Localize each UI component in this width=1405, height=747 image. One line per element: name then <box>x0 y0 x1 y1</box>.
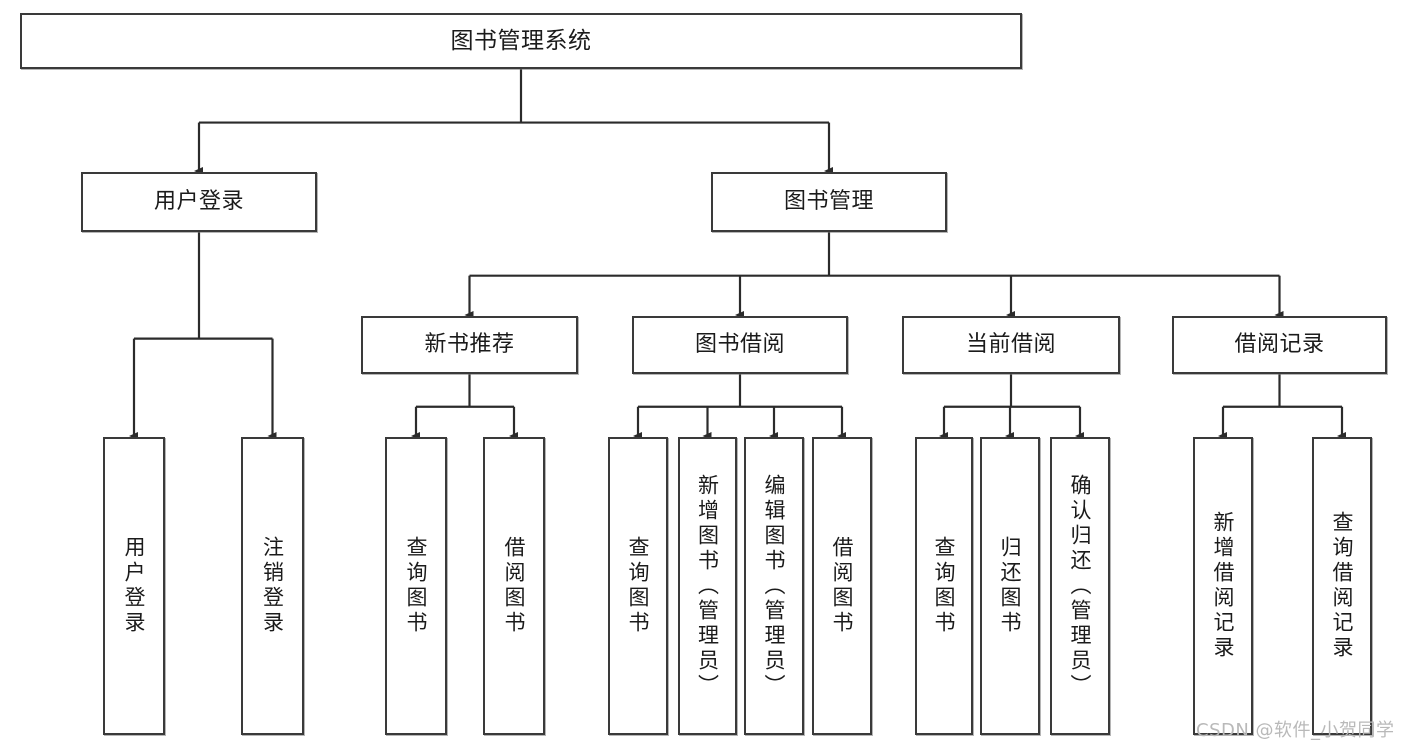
node-leaf-logout-label: 注销登录 <box>260 536 285 636</box>
node-leaf-query-book-b[interactable]: 查询图书 <box>608 437 668 735</box>
node-leaf-borrow-book-b-label: 借阅图书 <box>830 536 855 636</box>
node-root[interactable]: 图书管理系统 <box>20 13 1022 69</box>
node-leaf-borrow-book-a-label: 借阅图书 <box>502 536 527 636</box>
node-leaf-add-record[interactable]: 新增借阅记录 <box>1193 437 1253 735</box>
node-leaf-query-book-b-label: 查询图书 <box>626 536 651 636</box>
node-root-label: 图书管理系统 <box>450 27 592 54</box>
node-leaf-logout[interactable]: 注销登录 <box>241 437 304 735</box>
node-book-borrow-label: 图书借阅 <box>694 332 785 358</box>
node-leaf-query-record[interactable]: 查询借阅记录 <box>1312 437 1372 735</box>
node-user-login-label: 用户登录 <box>153 189 244 215</box>
node-leaf-user-login-label: 用户登录 <box>122 536 147 636</box>
node-book-manage[interactable]: 图书管理 <box>711 172 947 232</box>
node-new-book-recommend-label: 新书推荐 <box>424 332 515 358</box>
node-leaf-confirm-return[interactable]: 确认归还（管理员） <box>1050 437 1110 735</box>
node-leaf-borrow-book-b[interactable]: 借阅图书 <box>812 437 872 735</box>
node-leaf-query-book-a[interactable]: 查询图书 <box>385 437 447 735</box>
node-leaf-edit-book-label: 编辑图书（管理员） <box>762 473 787 699</box>
node-leaf-add-book-label: 新增图书（管理员） <box>695 473 720 699</box>
node-leaf-query-book-c[interactable]: 查询图书 <box>915 437 973 735</box>
node-leaf-add-record-label: 新增借阅记录 <box>1211 511 1236 661</box>
node-user-login[interactable]: 用户登录 <box>81 172 317 232</box>
node-current-borrow-label: 当前借阅 <box>965 332 1056 358</box>
node-leaf-return-book[interactable]: 归还图书 <box>980 437 1040 735</box>
node-leaf-query-book-a-label: 查询图书 <box>404 536 429 636</box>
node-leaf-query-book-c-label: 查询图书 <box>932 536 957 636</box>
node-book-manage-label: 图书管理 <box>783 189 874 215</box>
node-leaf-borrow-book-a[interactable]: 借阅图书 <box>483 437 545 735</box>
node-book-borrow[interactable]: 图书借阅 <box>632 316 848 374</box>
node-borrow-record[interactable]: 借阅记录 <box>1172 316 1387 374</box>
node-leaf-query-record-label: 查询借阅记录 <box>1330 511 1355 661</box>
node-leaf-return-book-label: 归还图书 <box>998 536 1023 636</box>
node-leaf-user-login[interactable]: 用户登录 <box>103 437 165 735</box>
node-leaf-edit-book[interactable]: 编辑图书（管理员） <box>744 437 804 735</box>
node-new-book-recommend[interactable]: 新书推荐 <box>361 316 578 374</box>
node-leaf-add-book[interactable]: 新增图书（管理员） <box>678 437 737 735</box>
csdn-watermark: CSDN @软件_小贺同学 <box>1196 720 1395 741</box>
node-borrow-record-label: 借阅记录 <box>1234 332 1325 358</box>
node-current-borrow[interactable]: 当前借阅 <box>902 316 1120 374</box>
node-leaf-confirm-return-label: 确认归还（管理员） <box>1068 473 1093 699</box>
